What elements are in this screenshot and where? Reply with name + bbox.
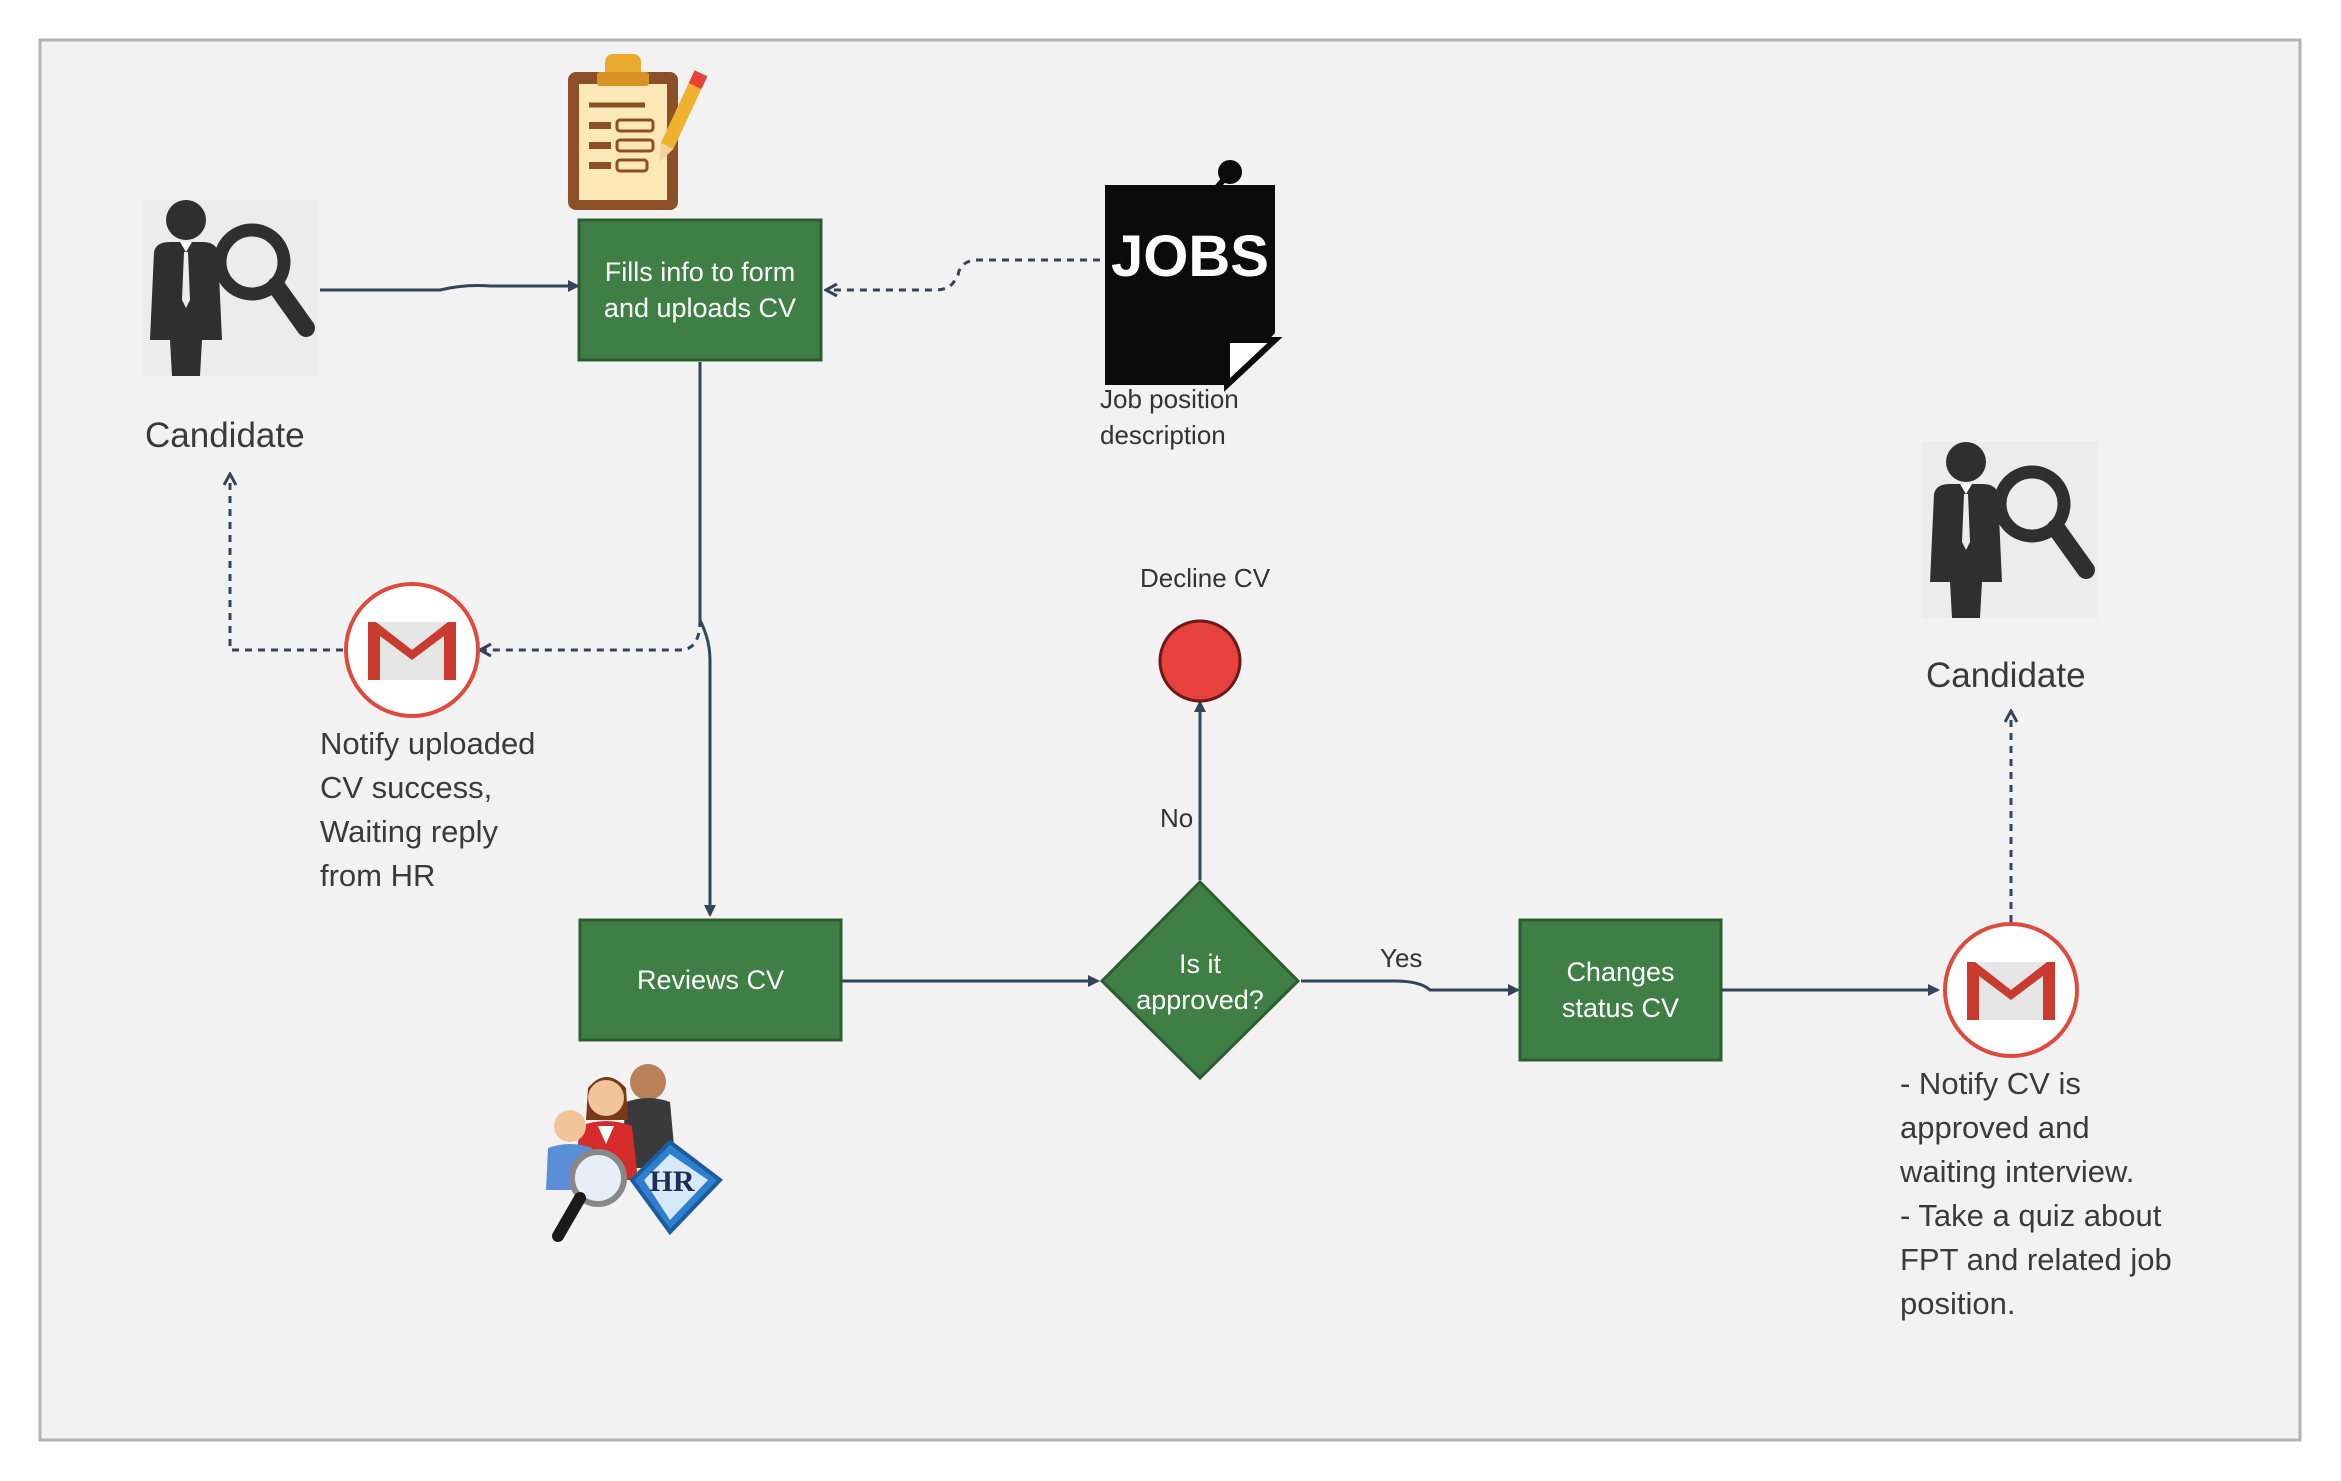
- jobs-icon-text: JOBS: [1111, 224, 1269, 289]
- node-fill-form[interactable]: [577, 218, 823, 362]
- jobs-document-icon: JOBS: [1105, 160, 1283, 392]
- candidate-left-label: Candidate: [145, 416, 305, 455]
- edge-jobs-to-form: [827, 258, 1100, 290]
- gmail-icon: [1943, 922, 2079, 1058]
- candidate-search-icon: [142, 200, 318, 376]
- hr-team-icon: HR: [546, 1064, 723, 1242]
- yes-label: Yes: [1380, 943, 1423, 973]
- clipboard-form-icon: [568, 54, 708, 210]
- edge-candidate-to-form: [320, 280, 580, 292]
- candidate-right-label: Candidate: [1926, 656, 2086, 695]
- notify-approved-label: - Notify CV is approved and waiting inte…: [1900, 1066, 2172, 1321]
- node-decision[interactable]: [1099, 879, 1301, 1081]
- end-circle-icon: [1158, 619, 1242, 703]
- edge-form-to-gmail-left: [481, 619, 702, 650]
- candidate-search-icon: [1922, 442, 2098, 618]
- node-reviews-cv[interactable]: [578, 918, 843, 1042]
- notify-upload-label: Notify uploaded CV success, Waiting repl…: [320, 726, 536, 893]
- decline-cv-label: Decline CV: [1140, 563, 1271, 593]
- no-label: No: [1160, 803, 1194, 833]
- job-position-label: Job position description: [1100, 384, 1239, 450]
- node-changes-status[interactable]: [1518, 918, 1723, 1062]
- hr-badge-text: HR: [650, 1165, 695, 1198]
- edge-decision-to-changes: [1301, 979, 1520, 996]
- gmail-icon: [344, 582, 480, 718]
